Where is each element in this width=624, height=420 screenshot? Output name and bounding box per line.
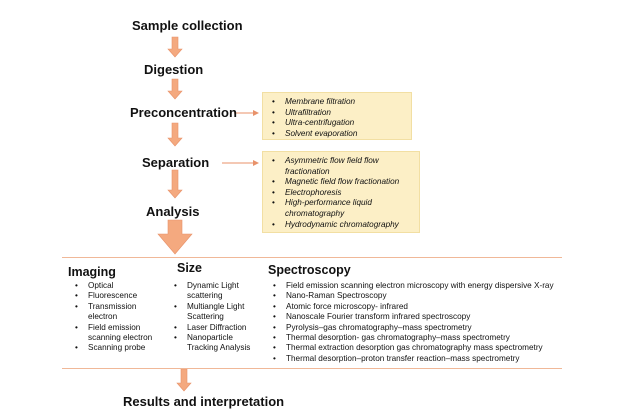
list-item: Field emission scanning electron microsc… — [273, 281, 568, 292]
list-item: Thermal desorption- gas chromatography–m… — [273, 333, 568, 344]
arrow-separation-analysis — [167, 169, 183, 199]
step-analysis: Analysis — [146, 204, 200, 219]
arrow-digestion-preconcentration — [167, 78, 183, 100]
list-item: Membrane filtration — [272, 97, 405, 108]
imaging-title: Imaging — [68, 265, 116, 279]
arrow-preconcentration-separation — [167, 122, 183, 147]
list-item: Nanoscale Fourier transform infrared spe… — [273, 312, 568, 323]
list-item: Fluorescence — [75, 291, 170, 302]
list-item: Transmission electron — [75, 302, 158, 323]
imaging-list: Optical Fluorescence Transmission electr… — [68, 281, 170, 354]
spectroscopy-title: Spectroscopy — [268, 263, 351, 277]
step-separation: Separation — [142, 155, 210, 170]
list-item: Hydrodynamic chromatography — [272, 220, 413, 231]
list-item: Scanning probe — [75, 343, 170, 354]
list-item: Dynamic Light scattering — [174, 281, 257, 302]
list-item: High-performance liquid chromatography — [272, 198, 413, 219]
spectroscopy-column: Field emission scanning electron microsc… — [268, 281, 568, 365]
list-item: Atomic force microscopy- infrared — [273, 302, 568, 313]
size-list: Dynamic Light scattering Multiangle Ligh… — [167, 281, 267, 354]
divider-top — [62, 257, 562, 258]
arrow-collection-digestion — [167, 36, 183, 58]
list-item: Optical — [75, 281, 170, 292]
arrow-techniques-results — [176, 368, 192, 392]
list-item: Laser Diffraction — [174, 323, 267, 334]
size-title: Size — [177, 261, 203, 275]
imaging-column: Optical Fluorescence Transmission electr… — [68, 281, 170, 354]
list-item: Magnetic field flow fractionation — [272, 177, 413, 188]
list-item: Multiangle Light Scattering — [174, 302, 257, 323]
list-item: Ultrafiltration — [272, 108, 405, 119]
step-sample-collection: Sample collection — [132, 18, 243, 33]
list-item: Ultra-centrifugation — [272, 118, 405, 129]
step-preconcentration: Preconcentration — [130, 105, 237, 120]
list-item: Pyrolysis–gas chromatography–mass spectr… — [273, 323, 568, 334]
preconcentration-methods-list: Membrane filtration Ultrafiltration Ultr… — [263, 93, 411, 143]
step-digestion: Digestion — [144, 62, 204, 77]
divider-bottom — [62, 368, 562, 369]
list-item: Nanoparticle Tracking Analysis — [174, 333, 263, 354]
spectroscopy-list: Field emission scanning electron microsc… — [268, 281, 568, 365]
list-item: Electrophoresis — [272, 188, 413, 199]
list-item: Asymmetric flow field flow fractionation — [272, 156, 413, 177]
separation-methods-box: Asymmetric flow field flow fractionation… — [262, 151, 420, 233]
list-item: Thermal desorption–proton transfer react… — [273, 354, 568, 365]
preconcentration-methods-box: Membrane filtration Ultrafiltration Ultr… — [262, 92, 412, 140]
size-column: Dynamic Light scattering Multiangle Ligh… — [167, 281, 267, 354]
step-results: Results and interpretation — [123, 394, 285, 409]
list-item: Field emission scanning electron — [75, 323, 162, 344]
list-item: Thermal extraction desorption gas chroma… — [273, 343, 568, 354]
list-item: Nano-Raman Spectroscopy — [273, 291, 568, 302]
arrow-analysis-techniques — [157, 219, 193, 255]
list-item: Solvent evaporation — [272, 129, 405, 140]
separation-methods-list: Asymmetric flow field flow fractionation… — [263, 152, 419, 234]
